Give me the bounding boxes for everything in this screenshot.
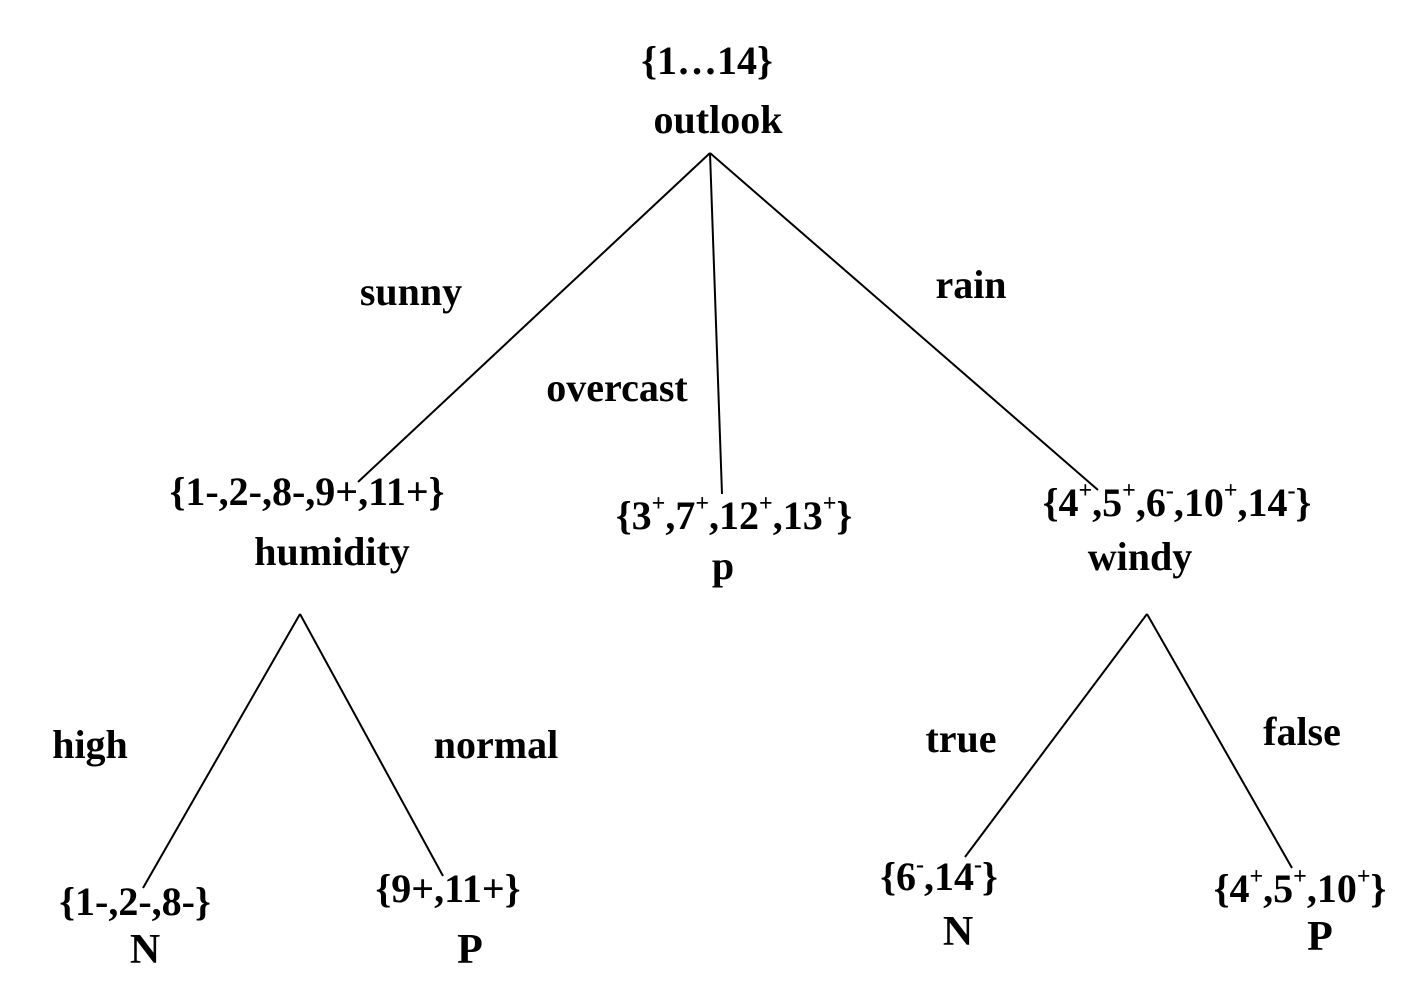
branch-label-normal: normal xyxy=(433,722,559,767)
branch-label-high: high xyxy=(52,722,128,767)
edge-outlook-sunny xyxy=(357,152,711,483)
rain-node-attribute: windy xyxy=(1087,534,1193,579)
true-leaf-set: {6-,14-} xyxy=(880,852,998,899)
rain-node-set: {4+,5+,6-,10+,14-} xyxy=(1042,478,1312,525)
high-leaf-label: N xyxy=(129,927,161,973)
branch-label-sunny: sunny xyxy=(359,269,463,314)
branch-label-false: false xyxy=(1263,709,1341,754)
sunny-node-set: {1-,2-,8-,9+,11+} xyxy=(169,469,445,514)
branch-label-rain: rain xyxy=(935,262,1007,307)
normal-leaf-label: P xyxy=(457,927,483,973)
true-leaf-label: N xyxy=(942,909,974,955)
edge-windy-false xyxy=(1146,613,1293,869)
edge-humidity-normal xyxy=(299,613,444,877)
edge-windy-true xyxy=(964,613,1148,858)
false-leaf-label: P xyxy=(1307,914,1333,960)
root-attribute: outlook xyxy=(653,97,783,142)
edge-humidity-high xyxy=(142,613,301,889)
edge-outlook-rain xyxy=(709,152,1099,491)
edge-outlook-overcast xyxy=(709,152,723,495)
sunny-node-attribute: humidity xyxy=(254,529,410,574)
root-set: {1…14} xyxy=(641,38,773,83)
overcast-node-label: p xyxy=(711,543,735,588)
overcast-node-set: {3+,7+,12+,13+} xyxy=(615,491,853,538)
normal-leaf-set: {9+,11+} xyxy=(375,866,521,911)
false-leaf-set: {4+,5+,10+} xyxy=(1213,864,1387,911)
high-leaf-set: {1-,2-,8-} xyxy=(59,879,211,924)
branch-label-true: true xyxy=(925,716,997,761)
branch-label-overcast: overcast xyxy=(546,365,688,410)
